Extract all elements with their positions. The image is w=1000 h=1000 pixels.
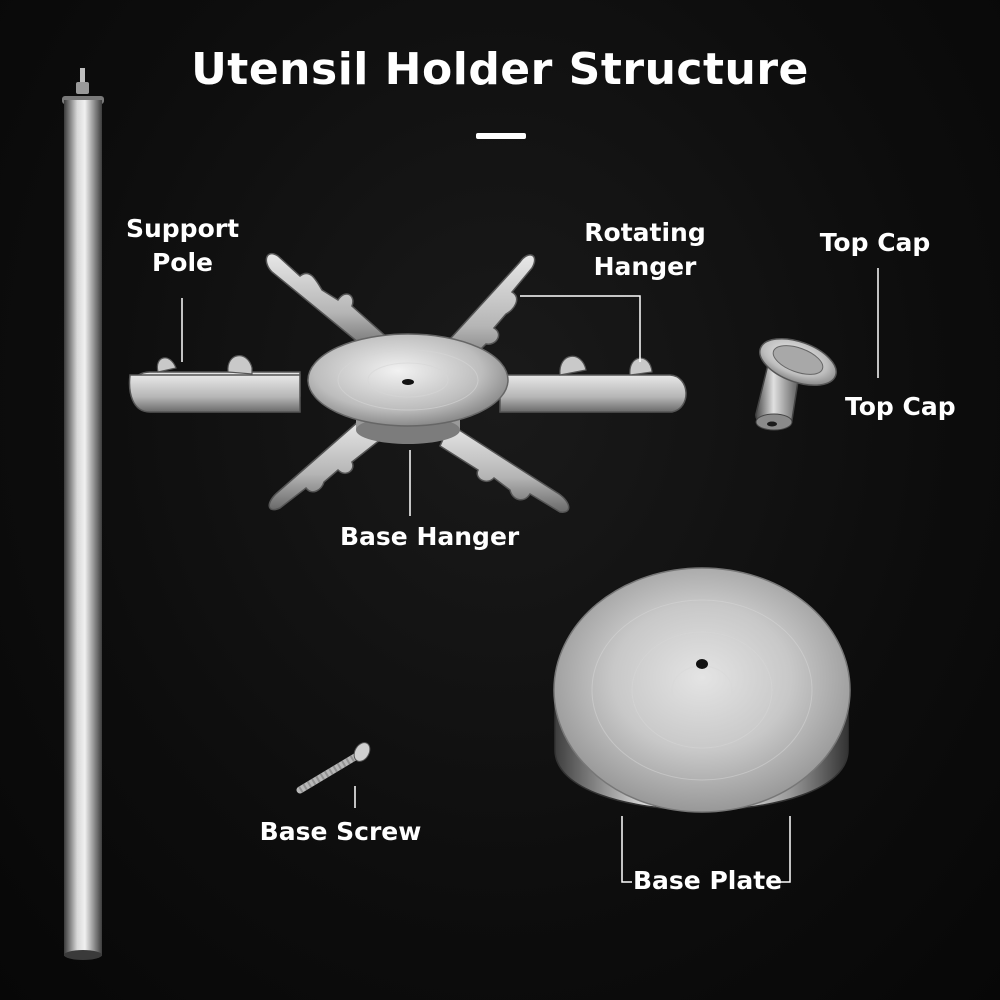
top-cap-label-lower: Top Cap bbox=[845, 392, 956, 421]
base-screw-part bbox=[296, 742, 371, 794]
base-plate-leader-right bbox=[780, 816, 791, 883]
rotating-hanger-label-line1: Rotating bbox=[584, 218, 706, 247]
title-underline bbox=[476, 133, 526, 139]
base-plate-part bbox=[553, 567, 851, 813]
base-plate-label: Base Plate bbox=[633, 866, 783, 895]
base-hanger-label: Base Hanger bbox=[340, 522, 520, 551]
support-pole-part bbox=[62, 68, 104, 960]
diagram-title: Utensil Holder Structure bbox=[191, 44, 809, 95]
support-pole-label: Support Pole bbox=[120, 212, 245, 280]
rotating-hanger-label: Rotating Hanger bbox=[580, 216, 710, 284]
base-plate-leader-left bbox=[621, 816, 632, 883]
support-pole-label-line1: Support bbox=[125, 214, 240, 243]
rotating-hanger-label-line2: Hanger bbox=[593, 252, 697, 281]
rotating-hanger-leader bbox=[520, 295, 641, 362]
top-cap-part bbox=[755, 338, 837, 431]
callout-lines bbox=[181, 268, 879, 883]
top-cap-label-upper: Top Cap bbox=[819, 228, 931, 257]
support-pole-label-line2: Pole bbox=[151, 248, 214, 277]
base-screw-label: Base Screw bbox=[259, 817, 422, 846]
rotating-hanger-part bbox=[128, 252, 687, 513]
